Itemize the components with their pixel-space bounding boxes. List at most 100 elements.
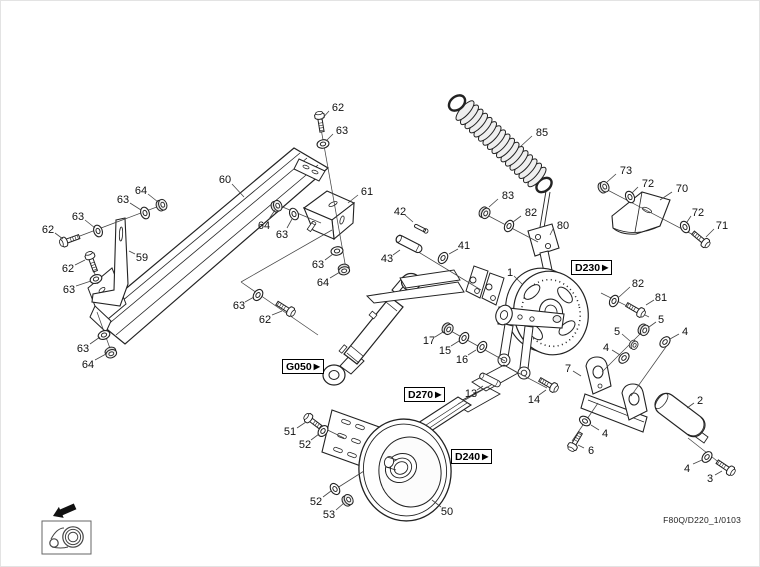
bolt-3 xyxy=(714,457,738,478)
part-number-callout: 52 xyxy=(299,439,311,451)
ref-box-d230[interactable]: D230 ▶ xyxy=(571,260,613,275)
part-number-callout: 5 xyxy=(614,326,620,338)
callout-leader-line xyxy=(538,389,547,396)
part-number-callout: 4 xyxy=(682,326,688,338)
part-number-callout: 61 xyxy=(361,186,373,198)
cotter-pin-42 xyxy=(413,222,430,235)
callout-leader-line xyxy=(128,250,136,255)
diagram-code: F80Q/D220_1/0103 xyxy=(663,515,741,525)
ref-arrow-icon: ▶ xyxy=(313,361,320,371)
callout-leader-line xyxy=(606,173,617,183)
washer-82 xyxy=(501,218,517,234)
washer-41 xyxy=(435,250,451,266)
part-number-callout: 72 xyxy=(692,207,704,219)
callout-leader-line xyxy=(577,444,585,449)
part-number-callout: 16 xyxy=(456,354,468,366)
callout-leader-line xyxy=(467,349,477,356)
callout-leader-line xyxy=(286,218,293,229)
bolt-81 xyxy=(623,299,648,320)
washer-52 xyxy=(327,481,343,497)
bolt-62 xyxy=(313,110,328,134)
callout-leader-line xyxy=(329,271,341,279)
callout-leader-line xyxy=(519,135,533,148)
part-number-callout: 17 xyxy=(423,335,435,347)
callout-leader-line xyxy=(268,209,276,220)
callout-leader-line xyxy=(322,490,332,498)
callout-leader-line xyxy=(621,333,631,342)
washer-63 xyxy=(250,287,266,303)
pivot-bracket-7 xyxy=(580,356,648,433)
callout-leader-line xyxy=(476,385,484,391)
part-number-callout: 71 xyxy=(716,220,728,232)
ref-arrow-icon: ▶ xyxy=(482,451,489,461)
callout-leader-line xyxy=(611,349,621,356)
nut-64 xyxy=(337,262,351,277)
ref-box-label: D270 xyxy=(408,388,434,401)
callout-leader-line xyxy=(450,340,460,347)
callout-leader-line xyxy=(686,215,692,223)
washer-82 xyxy=(606,293,622,309)
part-number-callout: 63 xyxy=(72,211,84,223)
part-number-callout: 64 xyxy=(135,185,147,197)
ref-box-label: D230 xyxy=(575,261,601,274)
part-number-callout: 59 xyxy=(136,252,148,264)
pointer-arrow-icon xyxy=(53,503,77,518)
callout-leader-line xyxy=(659,191,673,201)
callout-leader-line xyxy=(512,215,522,223)
washer-4 xyxy=(699,449,715,465)
callout-leader-line xyxy=(89,336,101,345)
part-number-callout: 70 xyxy=(676,183,688,195)
washer-63 xyxy=(287,206,301,222)
part-number-callout: 82 xyxy=(525,207,537,219)
part-number-callout: 14 xyxy=(528,394,540,406)
callout-leader-line xyxy=(347,194,359,204)
part-number-callout: 62 xyxy=(62,263,74,275)
part-number-callout: 63 xyxy=(276,229,288,241)
washer-63 xyxy=(315,138,331,150)
callout-leader-line xyxy=(513,275,523,285)
callout-leader-line xyxy=(590,424,600,431)
part-number-callout: 53 xyxy=(323,509,335,521)
nut-64 xyxy=(103,345,119,360)
nut-5 xyxy=(635,321,652,338)
callout-leader-line xyxy=(325,133,334,142)
callout-leader-line xyxy=(244,296,255,303)
washer-4 xyxy=(616,350,632,366)
overview-thumbnail[interactable] xyxy=(41,520,92,555)
callout-leader-line xyxy=(335,502,345,511)
part-number-callout: 4 xyxy=(602,428,608,440)
part-number-callout: 41 xyxy=(458,240,470,252)
callout-leader-line xyxy=(631,186,639,194)
callout-leader-line xyxy=(549,228,554,236)
part-number-callout: 15 xyxy=(439,345,451,357)
ref-box-label: D240 xyxy=(455,450,481,463)
part-number-callout: 4 xyxy=(684,463,690,475)
bolt-62 xyxy=(57,231,82,249)
washer-16 xyxy=(474,339,490,355)
washer-63 xyxy=(91,223,105,239)
part-number-callout: 42 xyxy=(394,206,406,218)
ref-box-d240[interactable]: D240 ▶ xyxy=(451,449,493,464)
callout-leader-line xyxy=(572,370,582,377)
callout-leader-line xyxy=(686,402,695,409)
part-number-callout: 60 xyxy=(219,174,231,186)
callout-leader-line xyxy=(231,183,245,198)
ref-box-g050[interactable]: G050 ▶ xyxy=(282,359,324,374)
part-number-callout: 64 xyxy=(317,277,329,289)
bolt-6 xyxy=(565,429,586,454)
roller-2 xyxy=(654,392,709,444)
part-number-callout: 81 xyxy=(655,292,667,304)
part-number-callout: 6 xyxy=(588,445,594,457)
washer-63 xyxy=(138,205,152,221)
stay-59 xyxy=(91,217,129,307)
part-number-callout: 5 xyxy=(658,314,664,326)
callout-leader-line xyxy=(669,333,680,340)
part-number-callout: 63 xyxy=(233,300,245,312)
callout-leader-line xyxy=(448,248,459,255)
ref-box-d270[interactable]: D270 ▶ xyxy=(404,387,446,402)
part-number-callout: 51 xyxy=(284,426,296,438)
ref-box-label: G050 xyxy=(286,360,312,373)
